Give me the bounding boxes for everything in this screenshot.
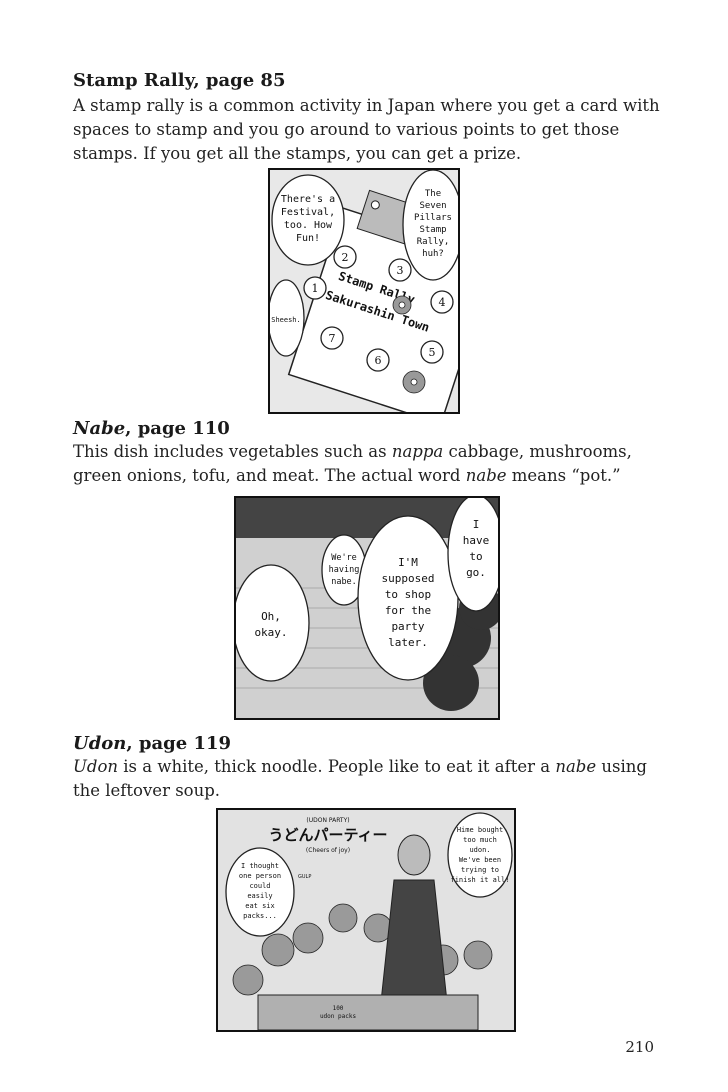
entry-term: Udon [73, 733, 127, 754]
bubble-line: to shop [385, 588, 431, 601]
bubble-line: too. How [284, 220, 333, 231]
stamp-number: 5 [429, 346, 436, 359]
udon-party-sign: うどんパーティー (UDON PARTY) (Cheers of joy) [268, 817, 387, 854]
entry-title-udon: Udon, page 119 [73, 733, 231, 754]
manga-panel-udon: うどんパーティー (UDON PARTY) (Cheers of joy) I … [216, 808, 516, 1032]
bubble-line: easily [247, 892, 272, 900]
bubble-line: having [329, 565, 360, 575]
bubble-line: trying to [461, 866, 499, 874]
sfx-gulp: GULP [298, 874, 311, 880]
text-run: Udon [73, 757, 119, 776]
text-run: nappa [391, 442, 444, 461]
bubble-line: Oh, [261, 610, 281, 623]
entry-body-udon: Udon is a white, thick noodle. People li… [73, 755, 663, 803]
bubble-line: We've been [459, 856, 501, 864]
text-run: nabe [555, 757, 597, 776]
entry-term: Nabe [73, 418, 126, 439]
bubble-line: party [391, 620, 424, 633]
bubble-line: eat six [245, 902, 275, 910]
stamp-number: 1 [312, 282, 319, 295]
panel-illustration: Oh, okay. We're having nabe. I'M suppose… [236, 498, 498, 718]
manga-panel-nabe: Oh, okay. We're having nabe. I'M suppose… [234, 496, 500, 720]
text-run: This dish includes vegetables such as [73, 442, 392, 461]
panel-illustration: うどんパーティー (UDON PARTY) (Cheers of joy) I … [218, 810, 514, 1030]
bubble-line: I thought [241, 862, 279, 870]
bubble-line: to [469, 550, 482, 563]
bubble-line: could [249, 882, 270, 890]
bubble-line: okay. [254, 626, 287, 639]
bubble-line: finish it all! [450, 876, 509, 884]
bubble-line: Fun! [296, 233, 320, 244]
bubble-line: Seven [419, 201, 446, 211]
bubble-line: too much [463, 836, 497, 844]
box-label-line: udon packs [320, 1013, 357, 1020]
bubble-line: go. [466, 566, 486, 579]
entry-term: Stamp Rally [73, 70, 194, 91]
text-run: nabe [465, 466, 507, 485]
bubble-line: I [473, 518, 480, 531]
bubble-line: packs... [243, 912, 277, 920]
stamp-number: 4 [439, 296, 446, 309]
stamp-number: 3 [397, 264, 404, 277]
entry-page-ref: , page 110 [125, 418, 230, 439]
text-run: cabbage, mushrooms, green onions, tofu, … [73, 442, 632, 485]
bubble-line: later. [388, 636, 428, 649]
bubble-line: one person [239, 872, 281, 880]
bubble-line: There's a [281, 194, 335, 205]
box-label-line: 100 [333, 1005, 344, 1012]
bubble-line: Pillars [414, 213, 452, 223]
bubble-small: Sheesh. [271, 316, 301, 324]
bubble-line: Hime bought [457, 826, 503, 834]
sign-english: (UDON PARTY) [306, 817, 349, 824]
bubble-line: Stamp [419, 225, 446, 235]
sakura-icon [392, 295, 426, 394]
manga-panel-stamp-rally: 1 2 3 4 5 6 7 Stamp Rally Sakurashin Tow… [268, 168, 460, 414]
bubble-line: The [425, 189, 441, 199]
bubble-line: supposed [382, 572, 435, 585]
entry-body-nabe: This dish includes vegetables such as na… [73, 440, 663, 488]
bubble-line: nabe. [331, 577, 357, 587]
sign-note: (Cheers of joy) [306, 847, 350, 854]
bubble-line: Festival, [281, 207, 335, 218]
entry-title-nabe: Nabe, page 110 [73, 418, 230, 439]
text-run: using the leftover soup. [73, 757, 647, 800]
bubble-line: Rally, [417, 237, 450, 247]
page-number: 210 [625, 1038, 654, 1056]
bubble-line: We're [331, 553, 357, 563]
sign-japanese: うどんパーティー [268, 826, 387, 844]
bubble-line: I'M [398, 556, 418, 569]
bubble-line: udon. [469, 846, 490, 854]
stamp-number: 2 [342, 251, 349, 264]
stamp-number: 6 [375, 354, 382, 367]
text-run: means “pot.” [506, 466, 621, 485]
bubble-line: have [463, 534, 490, 547]
text-run: is a white, thick noodle. People like to… [118, 757, 556, 776]
stamp-number: 7 [329, 332, 336, 345]
entry-page-ref: , page 119 [126, 733, 232, 754]
panel-illustration: 1 2 3 4 5 6 7 Stamp Rally Sakurashin Tow… [270, 170, 458, 412]
bubble-line: for the [385, 604, 431, 617]
entry-body-stamp-rally: A stamp rally is a common activity in Ja… [73, 96, 660, 163]
entry-title-stamp-rally: Stamp Rally, page 85 [73, 70, 285, 91]
entry-page-ref: , page 85 [193, 70, 286, 91]
bubble-line: huh? [422, 249, 444, 259]
